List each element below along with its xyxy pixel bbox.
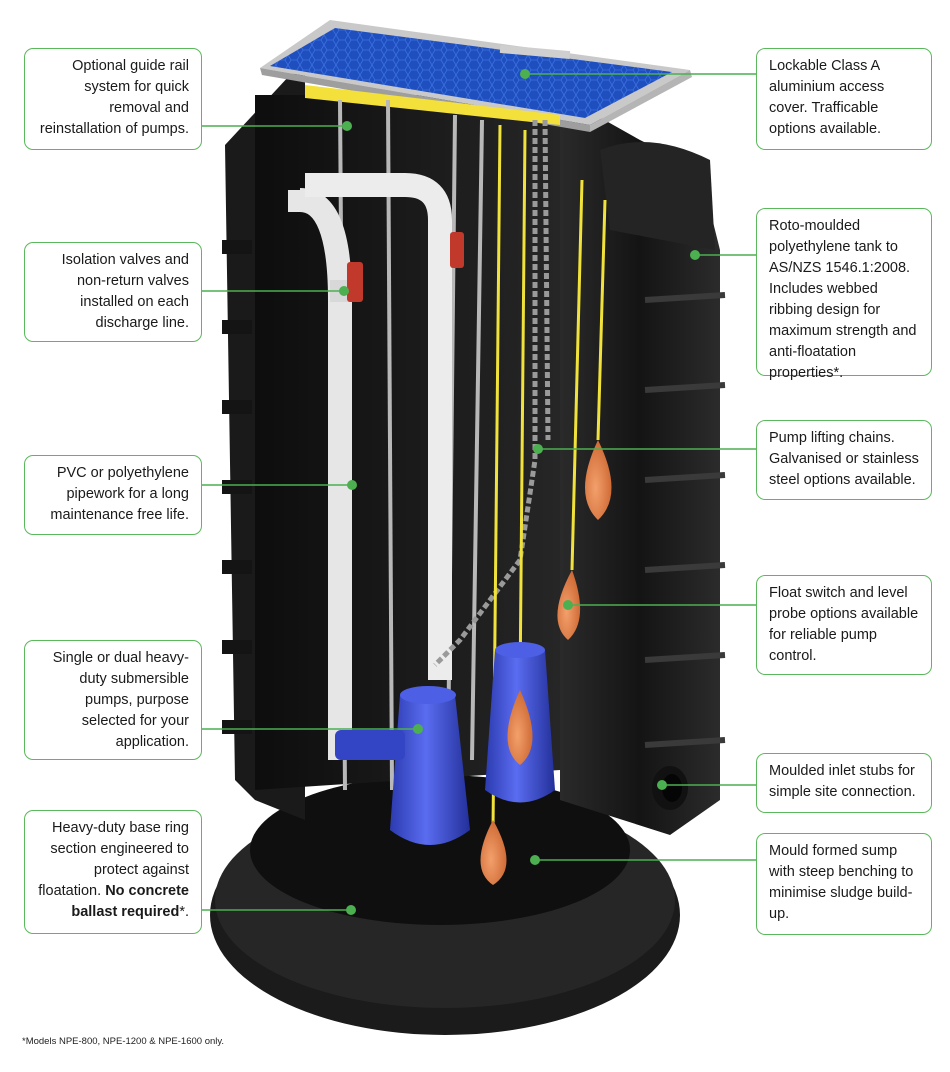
callout-chains: Pump lifting chains. Galvanised or stain…: [756, 420, 932, 500]
leader-dots: [339, 69, 700, 915]
callout-pumps-text: Single or dual heavy-duty submersible pu…: [52, 650, 189, 750]
callout-valves: Isolation valves and non-return valves i…: [24, 242, 202, 342]
callout-pipework: PVC or polyethylene pipework for a long …: [24, 455, 202, 535]
callout-base-ring: Heavy-duty base ring section engineered …: [24, 810, 202, 934]
footnote: *Models NPE-800, NPE-1200 & NPE-1600 onl…: [22, 1036, 225, 1047]
callout-chains-text: Pump lifting chains. Galvanised or stain…: [769, 430, 919, 488]
callout-float-text: Float switch and level probe options ava…: [769, 585, 919, 664]
callout-cover-text: Lockable Class A aluminium access cover.…: [769, 58, 885, 137]
callout-tank: Roto-moulded polyethylene tank to AS/NZS…: [756, 208, 932, 381]
callout-inlet: Moulded inlet stubs for simple site conn…: [756, 753, 932, 813]
callout-tank-text: Roto-moulded polyethylene tank to AS/NZS…: [769, 218, 917, 381]
callout-guide-rail: Optional guide rail system for quick rem…: [24, 48, 202, 150]
callout-valves-text: Isolation valves and non-return valves i…: [61, 252, 189, 331]
float-switches: [480, 440, 612, 885]
callout-cover: Lockable Class A aluminium access cover.…: [756, 48, 932, 150]
callout-sump: Mould formed sump with steep benching to…: [756, 833, 932, 935]
callout-base-ring-text: Heavy-duty base ring section engineered …: [38, 820, 189, 899]
callout-float: Float switch and level probe options ava…: [756, 575, 932, 675]
base-ring: [210, 775, 680, 1035]
callout-sump-text: Mould formed sump with steep benching to…: [769, 843, 914, 922]
access-cover: [260, 20, 692, 132]
callout-pipework-text: PVC or polyethylene pipework for a long …: [50, 465, 189, 523]
callout-base-ring-suffix: *.: [179, 904, 189, 920]
callout-guide-rail-text: Optional guide rail system for quick rem…: [39, 58, 189, 137]
callout-inlet-text: Moulded inlet stubs for simple site conn…: [769, 763, 916, 800]
callout-base-ring-bold: No concrete ballast required: [71, 883, 189, 920]
callout-pumps: Single or dual heavy-duty submersible pu…: [24, 640, 202, 760]
leader-lines: [201, 73, 757, 911]
